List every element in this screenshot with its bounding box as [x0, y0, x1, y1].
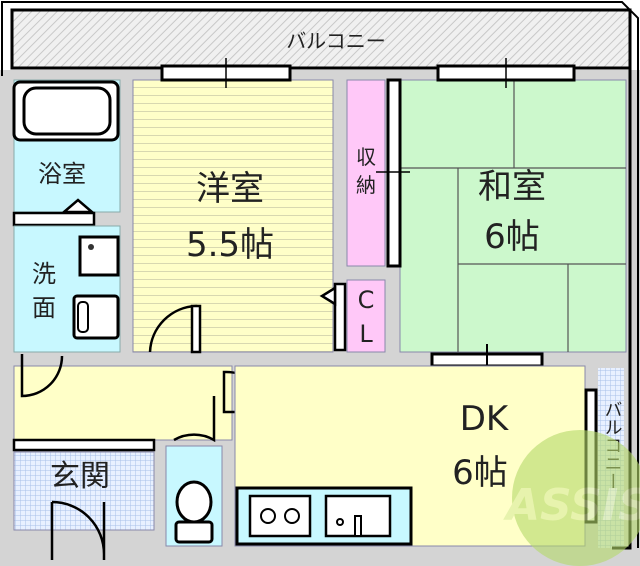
- assist-watermark-logo: ASSIST: [503, 430, 640, 566]
- storage-label-2: 納: [356, 173, 376, 197]
- balcony-top-label: バルコニー: [286, 29, 386, 53]
- toilet: [165, 445, 223, 547]
- stove-icon: [248, 494, 312, 538]
- sliding-door-icon: [386, 78, 402, 268]
- toilet-icon: [174, 520, 214, 544]
- washroom: 洗 面: [13, 225, 121, 353]
- storage: 収 納: [346, 79, 386, 267]
- bathroom-label: 浴室: [38, 160, 86, 188]
- closet-label-2: L: [359, 320, 373, 348]
- bathroom: 浴室: [12, 79, 121, 227]
- closet-label-1: C: [358, 286, 375, 314]
- washroom-label-2: 面: [32, 294, 56, 322]
- washroom-label-1: 洗: [32, 260, 56, 288]
- entrance-door-icon: [50, 500, 106, 560]
- japanese-room-size: 6帖: [484, 217, 540, 257]
- bathroom-door-icon: [12, 211, 96, 227]
- western-room-label: 洋室: [196, 169, 264, 209]
- dk-label: DK: [460, 399, 510, 439]
- western-room: 洋室 5.5帖: [132, 58, 334, 354]
- japanese-room: 和室 6帖: [376, 58, 627, 378]
- hallway: [13, 365, 233, 441]
- storage-label-1: 収: [356, 145, 376, 169]
- entrance: 玄関: [13, 451, 155, 560]
- washing-machine-icon: [78, 235, 120, 277]
- dk-size: 6帖: [452, 453, 508, 493]
- western-room-size: 5.5帖: [186, 225, 274, 265]
- japanese-room-label: 和室: [478, 167, 546, 207]
- entrance-label: 玄関: [50, 459, 110, 494]
- toilet-door-icon: [173, 396, 216, 443]
- balcony-top: バルコニー: [10, 8, 632, 70]
- closet: C L: [319, 279, 386, 353]
- door-icon: [20, 354, 64, 398]
- svg-text:ASSIST: ASSIST: [503, 480, 640, 531]
